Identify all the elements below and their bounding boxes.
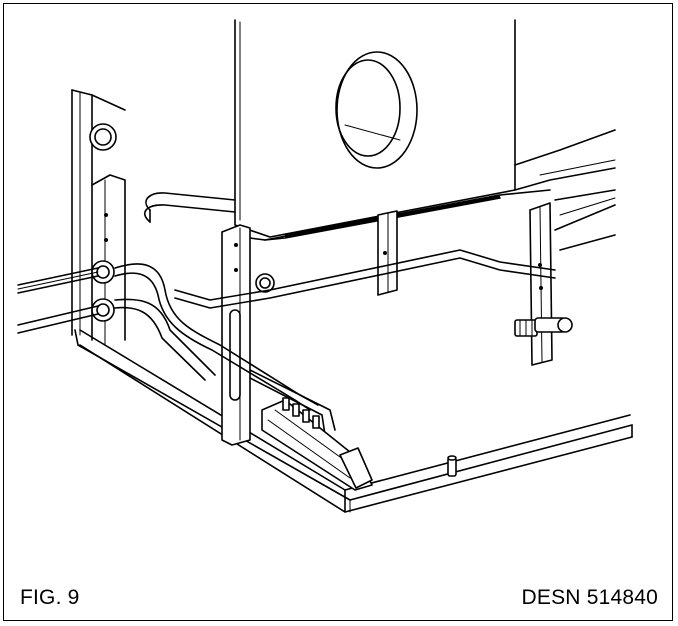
gas-valve-fitting xyxy=(514,317,573,337)
inlet-pipes xyxy=(17,267,99,334)
right-front-upright xyxy=(529,202,553,366)
floor-pipework xyxy=(174,249,556,309)
figure-label: FIG. 9 xyxy=(20,586,80,609)
appliance-body xyxy=(234,19,516,238)
base-tray xyxy=(74,329,633,513)
front-left-upright xyxy=(221,224,275,446)
locating-peg xyxy=(447,455,457,477)
burner-manifold xyxy=(261,397,373,491)
drawing-reference: DESN 514840 xyxy=(521,586,658,609)
middle-bracket xyxy=(377,210,398,296)
grommets xyxy=(89,123,117,322)
heat-exchanger-tube xyxy=(144,192,236,223)
burner-pipes xyxy=(114,263,336,436)
right-casing xyxy=(514,129,616,251)
